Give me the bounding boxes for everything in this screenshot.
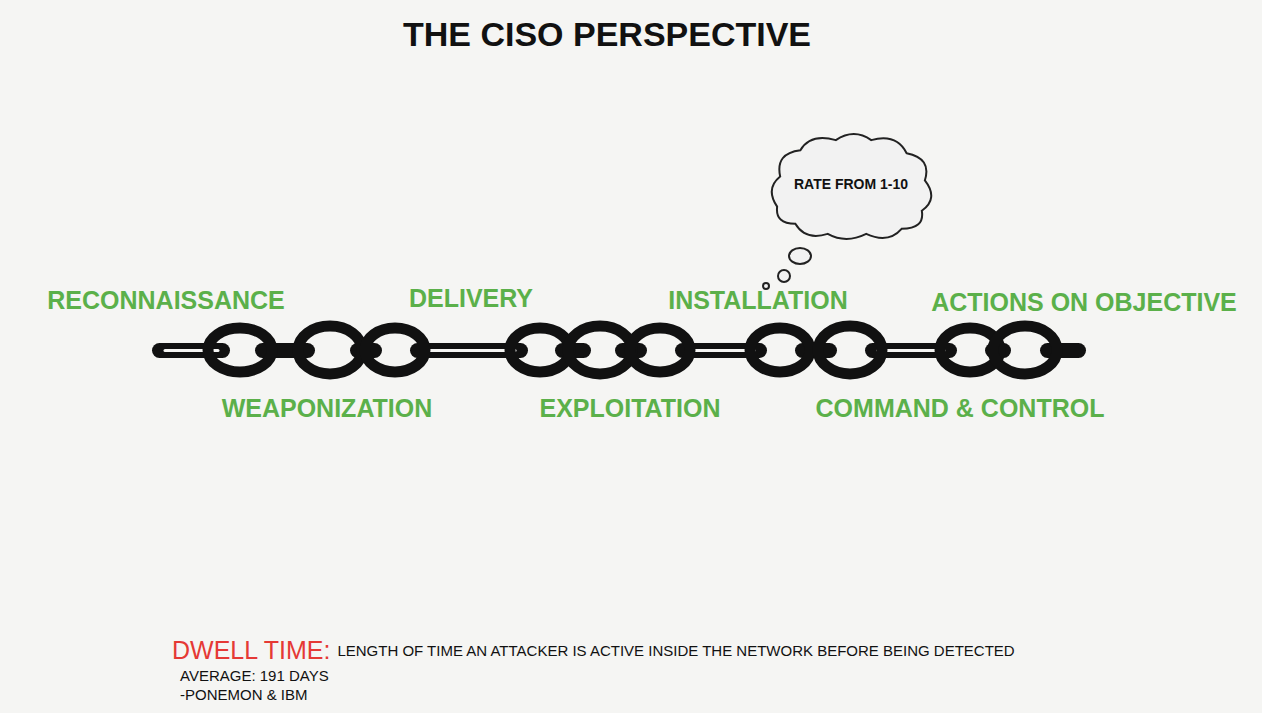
diagram-title: THE CISO PERSPECTIVE [403,15,811,54]
term-heading: DWELL TIME: [172,636,330,665]
stage-label: COMMAND & CONTROL [816,394,1105,423]
definition-text: LENGTH OF TIME AN ATTACKER IS ACTIVE INS… [337,642,1014,659]
stage-label: EXPLOITATION [539,394,720,423]
stage-label: ACTIONS ON OBJECTIVE [931,288,1237,317]
source-note: -PONEMON & IBM [180,686,308,703]
statistic-note: AVERAGE: 191 DAYS [180,667,329,684]
bubble-text-group: RATE FROM 1-10 [794,176,908,192]
bubble-text: RATE FROM 1-10 [794,176,908,192]
stage-label: DELIVERY [409,284,533,313]
thought-bubble: RATE FROM 1-10 [765,128,937,244]
stage-label: INSTALLATION [668,286,848,315]
stage-label: RECONNAISSANCE [47,286,285,315]
stage-label: WEAPONIZATION [222,394,433,423]
